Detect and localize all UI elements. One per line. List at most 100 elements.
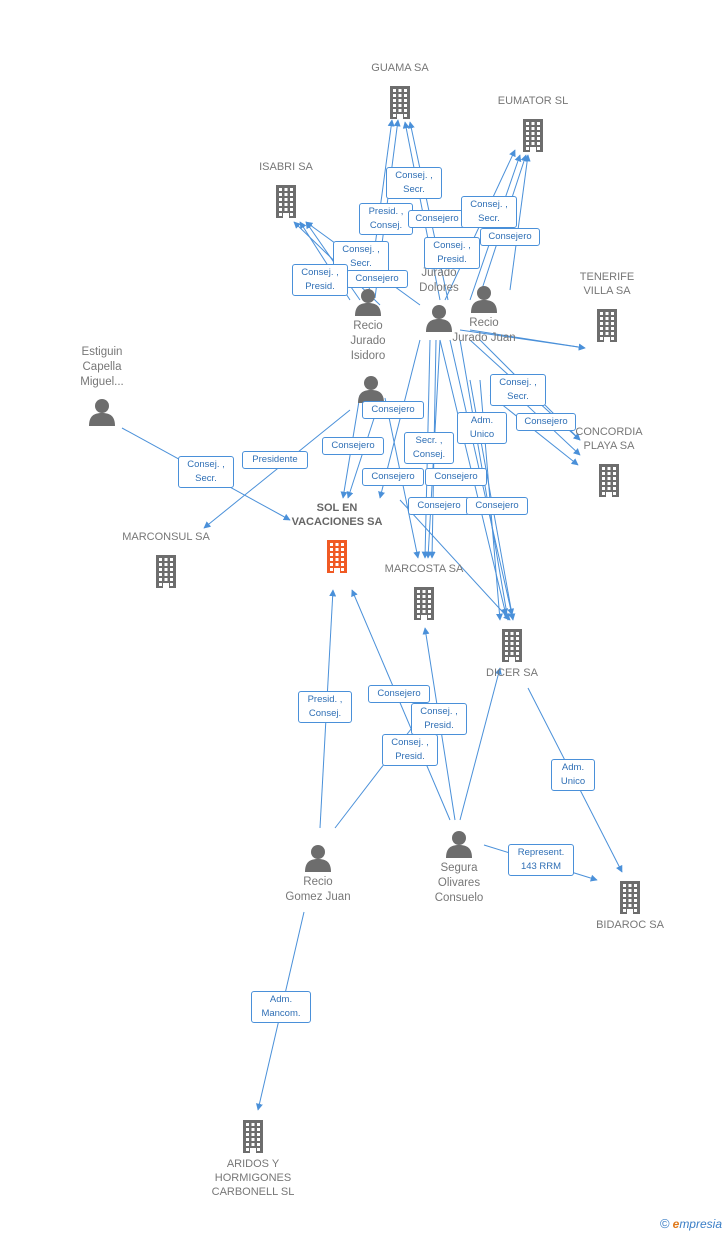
company-label-line: BIDAROC SA xyxy=(596,919,664,931)
role-text: Consejero xyxy=(524,416,568,427)
person-icon xyxy=(404,830,514,858)
company-node-eumator[interactable]: EUMATOR SL xyxy=(473,94,593,152)
building-icon xyxy=(193,1119,313,1153)
role-text: Consej. xyxy=(412,449,446,460)
person-icon xyxy=(316,375,426,403)
role-badge[interactable]: Consej. ,Secr. xyxy=(490,374,546,406)
building-icon xyxy=(570,880,690,914)
company-node-isabri[interactable]: ISABRI SA xyxy=(226,160,346,218)
role-badge[interactable]: Consejero xyxy=(425,468,487,486)
role-text: Presid. , xyxy=(368,206,404,217)
building-icon xyxy=(277,539,397,573)
person-label-line: Recio xyxy=(303,876,333,888)
company-label-line: DICER SA xyxy=(486,667,538,679)
company-node-dicer[interactable]: DICER SA xyxy=(452,628,572,680)
role-text: Adm. xyxy=(561,762,585,773)
role-badge[interactable]: Consejero xyxy=(362,468,424,486)
company-label-line: PLAYA SA xyxy=(583,440,635,452)
edge-line xyxy=(351,589,451,821)
role-text: Consejero xyxy=(371,471,415,482)
role-badge[interactable]: Presid. ,Consej. xyxy=(298,691,352,723)
role-badge[interactable]: Presidente xyxy=(242,451,308,469)
building-icon xyxy=(549,463,669,497)
person-icon xyxy=(313,288,423,316)
role-text: Consejero xyxy=(434,471,478,482)
role-badge[interactable]: Adm.Unico xyxy=(551,759,595,791)
company-label-line: EUMATOR SL xyxy=(497,95,569,107)
person-label-line: Gomez Juan xyxy=(285,891,351,903)
role-badge[interactable]: Secr. ,Consej. xyxy=(404,432,454,464)
role-text: Secr. xyxy=(478,213,500,224)
role-badge[interactable]: Presid. , Consej. xyxy=(359,203,413,235)
person-label-line: Jurado Juan xyxy=(452,332,516,344)
role-text: Consejero xyxy=(417,500,461,511)
role-badge[interactable]: Consej. ,Presid. xyxy=(292,264,348,296)
role-text: Consej. , xyxy=(433,240,471,251)
role-badge[interactable]: Consej. ,Secr. xyxy=(461,196,517,228)
role-badge[interactable]: Adm.Unico xyxy=(457,412,507,444)
role-text: Presidente xyxy=(252,454,298,465)
person-label-line: Capella xyxy=(82,361,122,373)
company-label: BIDAROC SA xyxy=(570,918,690,932)
role-text: Presid. xyxy=(395,751,425,762)
role-badge[interactable]: Consej. , Presid. xyxy=(382,734,438,766)
person-label-line: Recio xyxy=(469,317,499,329)
role-badge[interactable]: Represent.143 RRM xyxy=(508,844,574,876)
person-label-line: Isidoro xyxy=(350,350,386,362)
role-text: Presid. xyxy=(305,281,335,292)
role-text: Consej. , xyxy=(391,737,429,748)
company-node-concordia[interactable]: CONCORDIA PLAYA SA xyxy=(549,425,669,497)
role-badge[interactable]: Consej. ,Secr. xyxy=(386,167,442,199)
brand-e-letter: e xyxy=(672,1217,680,1231)
role-text: Consejero xyxy=(377,688,421,699)
company-label-line: HORMIGONES xyxy=(214,1172,292,1184)
company-label-line: CONCORDIA xyxy=(575,426,643,438)
company-label-line: GUAMA SA xyxy=(371,62,429,74)
role-text: Presid. xyxy=(424,720,454,731)
person-label-line: Estiguin xyxy=(81,346,123,358)
person-node-p5[interactable] xyxy=(316,375,426,406)
role-badge[interactable]: Consejero xyxy=(480,228,540,246)
footer-brand[interactable]: ©empresia xyxy=(660,1216,722,1231)
building-icon xyxy=(452,628,572,662)
role-badge[interactable]: Consejero xyxy=(466,497,528,515)
company-node-marcosta[interactable]: MARCOSTA SA xyxy=(364,562,484,620)
role-badge[interactable]: Consejero xyxy=(362,401,424,419)
role-badge[interactable]: Consej. ,Secr. xyxy=(178,456,234,488)
person-label-line: Segura xyxy=(440,862,478,874)
role-badge[interactable]: Consej. ,Presid. xyxy=(411,703,467,735)
company-node-bidaroc[interactable]: BIDAROC SA xyxy=(570,880,690,932)
role-badge[interactable]: Consejero xyxy=(368,685,430,703)
role-badge[interactable]: Consej. ,Secr. xyxy=(333,241,389,273)
role-text: Consej. xyxy=(369,220,403,231)
person-icon xyxy=(263,844,373,872)
company-label-line: ISABRI SA xyxy=(259,161,313,173)
role-badge[interactable]: Consejero xyxy=(346,270,408,288)
company-label: MARCOSTA SA xyxy=(364,562,484,576)
building-icon xyxy=(473,118,593,152)
role-text: Adm. xyxy=(269,994,293,1005)
role-badge[interactable]: Adm.Mancom. xyxy=(251,991,311,1023)
edge-line xyxy=(469,329,586,351)
company-node-marconsul[interactable]: MARCONSUL SA xyxy=(106,530,226,588)
role-badge[interactable]: Consejero xyxy=(322,437,384,455)
company-node-guama[interactable]: GUAMA SA xyxy=(340,61,460,119)
role-text: Consejero xyxy=(371,404,415,415)
role-badge[interactable]: Consejero xyxy=(408,210,466,228)
role-badge[interactable]: Consejero xyxy=(516,413,576,431)
role-badge[interactable]: Consej. ,Presid. xyxy=(424,237,480,269)
role-text: Secr. xyxy=(195,473,217,484)
role-badge[interactable]: Consejero xyxy=(408,497,470,515)
company-label: MARCONSUL SA xyxy=(106,530,226,544)
